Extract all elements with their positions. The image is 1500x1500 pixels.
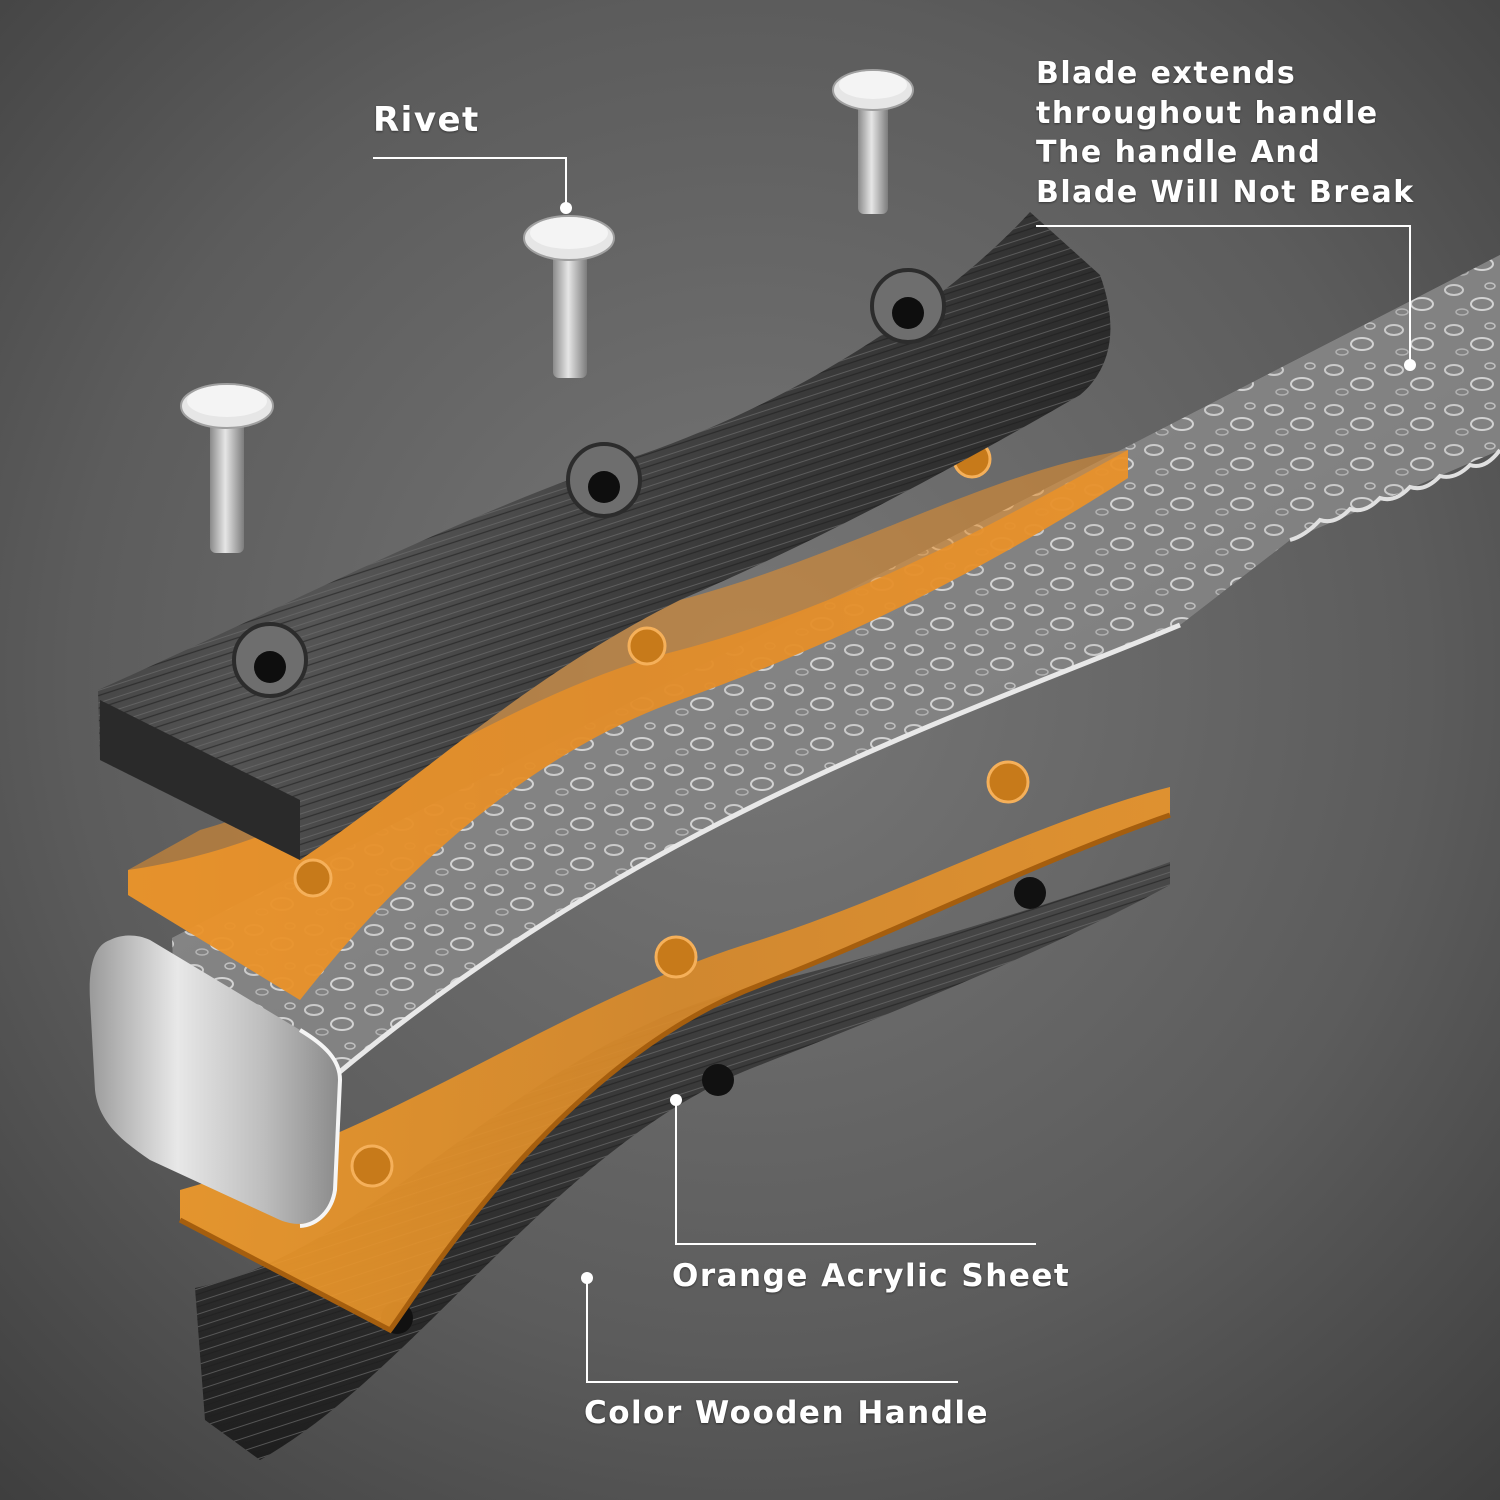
blade-label-line: Blade extends	[1036, 56, 1297, 91]
rivet-hole	[986, 760, 1030, 804]
rivet-pin	[180, 383, 274, 553]
acrylic-label: Orange Acrylic Sheet	[672, 1258, 1071, 1294]
rivet-hole	[1014, 877, 1046, 909]
rivet-hole	[293, 858, 333, 898]
blade-label-line: Blade Will Not Break	[1036, 174, 1415, 210]
top-wooden-scale	[98, 212, 1111, 860]
callout-wood	[581, 1272, 958, 1383]
blade-label-line: throughout handle	[1036, 95, 1379, 131]
lower-acrylic-sheet	[178, 760, 1171, 1334]
rivet-hole	[627, 626, 667, 666]
rivet-hole	[350, 1144, 394, 1188]
rivet-pin	[832, 69, 914, 214]
callout-rivet	[373, 157, 572, 214]
wood-handle-label: Color Wooden Handle	[584, 1395, 990, 1431]
upper-acrylic-sheet	[128, 439, 1128, 1000]
rivet-label: Rivet	[373, 100, 480, 140]
blade-label-line: The handle And	[1036, 135, 1322, 170]
rivet-hole	[702, 1064, 734, 1096]
steel-end-cap	[89, 935, 343, 1228]
damascus-blade	[172, 255, 1500, 1110]
callout-acrylic	[670, 1094, 1036, 1245]
rivet-pin	[523, 215, 615, 378]
serrated-edge	[1289, 448, 1500, 542]
rivet-hole	[654, 935, 698, 979]
blade-label: Blade extends throughout handle The hand…	[1036, 54, 1415, 212]
callout-blade	[1036, 225, 1416, 371]
